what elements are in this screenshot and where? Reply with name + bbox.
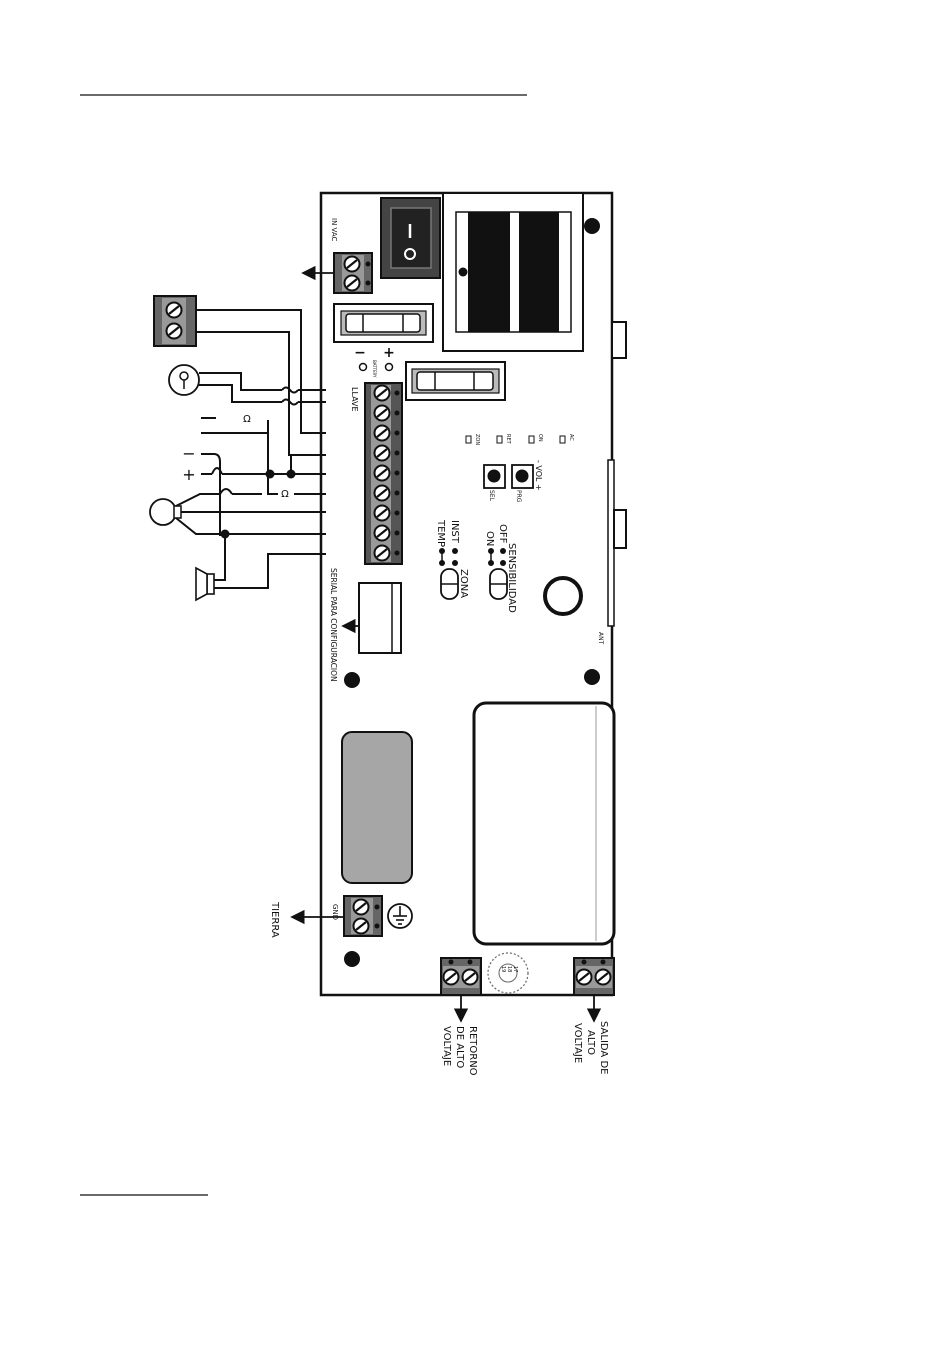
salida-label-line: SALIDA DE	[598, 1021, 609, 1074]
led-label-zon: ZON	[474, 434, 480, 445]
omega-label: Ω	[281, 489, 289, 500]
prg-button[interactable]	[512, 465, 533, 488]
omega-label: Ω	[243, 414, 251, 425]
main-terminal-strip[interactable]	[365, 383, 402, 564]
zona-inst-label: INST	[449, 520, 460, 544]
prg-button-label: PRG	[515, 490, 522, 503]
serial-connector[interactable]	[359, 583, 401, 653]
power-in-terminal[interactable]	[334, 253, 372, 293]
sens-on-label: ON	[484, 531, 495, 546]
sel-button[interactable]	[484, 465, 505, 488]
light-bulb-icon	[150, 499, 181, 525]
rf-module	[474, 703, 614, 944]
retorno-label-line: DE ALTO	[454, 1026, 465, 1068]
fuse-icon	[334, 304, 433, 342]
salida-terminal[interactable]	[574, 958, 614, 995]
rotary-dial[interactable]	[488, 953, 528, 993]
power-in-label: IN VAC	[330, 218, 338, 242]
ground-symbol-icon	[388, 904, 412, 928]
fuse-icon	[406, 362, 505, 400]
sens-title: SENSIBILIDAD	[506, 543, 517, 613]
retorno-label-line: VOLTAJE	[441, 1026, 452, 1066]
retorno-terminal[interactable]	[441, 958, 481, 995]
serial-label: SERIAL PARA CONFIGURACION	[329, 568, 338, 682]
minus-label: −	[182, 444, 195, 463]
rocker-switch-icon[interactable]	[381, 198, 440, 278]
transformer-block	[443, 193, 583, 351]
wiring	[176, 310, 326, 588]
led-label-ac: AC	[568, 434, 574, 441]
wire-junctions	[221, 470, 296, 539]
battery-minus: −	[354, 345, 366, 361]
sens-off-label: OFF	[497, 524, 508, 544]
screw-terminal-icon	[154, 296, 196, 346]
led-label-on: ON	[537, 434, 543, 442]
battery-label: BATTERY	[372, 360, 377, 378]
zona-title: ZONA	[458, 569, 469, 598]
retorno-label-line: RETORNO	[467, 1026, 478, 1076]
salida-label-line: VOLTAJE	[572, 1023, 583, 1063]
siren-icon	[196, 568, 214, 600]
buzzer	[545, 578, 581, 614]
salida-label-line: ALTO	[585, 1030, 596, 1055]
key-switch-icon	[169, 365, 199, 395]
ant-label: ANT	[597, 632, 604, 645]
plus-label: +	[182, 465, 195, 484]
sel-button-label: SEL	[488, 490, 495, 502]
led-label-ret: RET	[505, 434, 511, 445]
key-label: LLAVE	[350, 387, 359, 412]
vol-label: - VOL +	[534, 460, 543, 491]
gnd-terminal[interactable]	[344, 896, 382, 936]
tierra-label: TIERRA	[269, 901, 280, 938]
battery-plus: +	[383, 345, 395, 361]
dial-number: 19	[500, 966, 506, 972]
gray-module	[342, 732, 412, 883]
zona-temp-label: TEMP	[435, 519, 446, 547]
